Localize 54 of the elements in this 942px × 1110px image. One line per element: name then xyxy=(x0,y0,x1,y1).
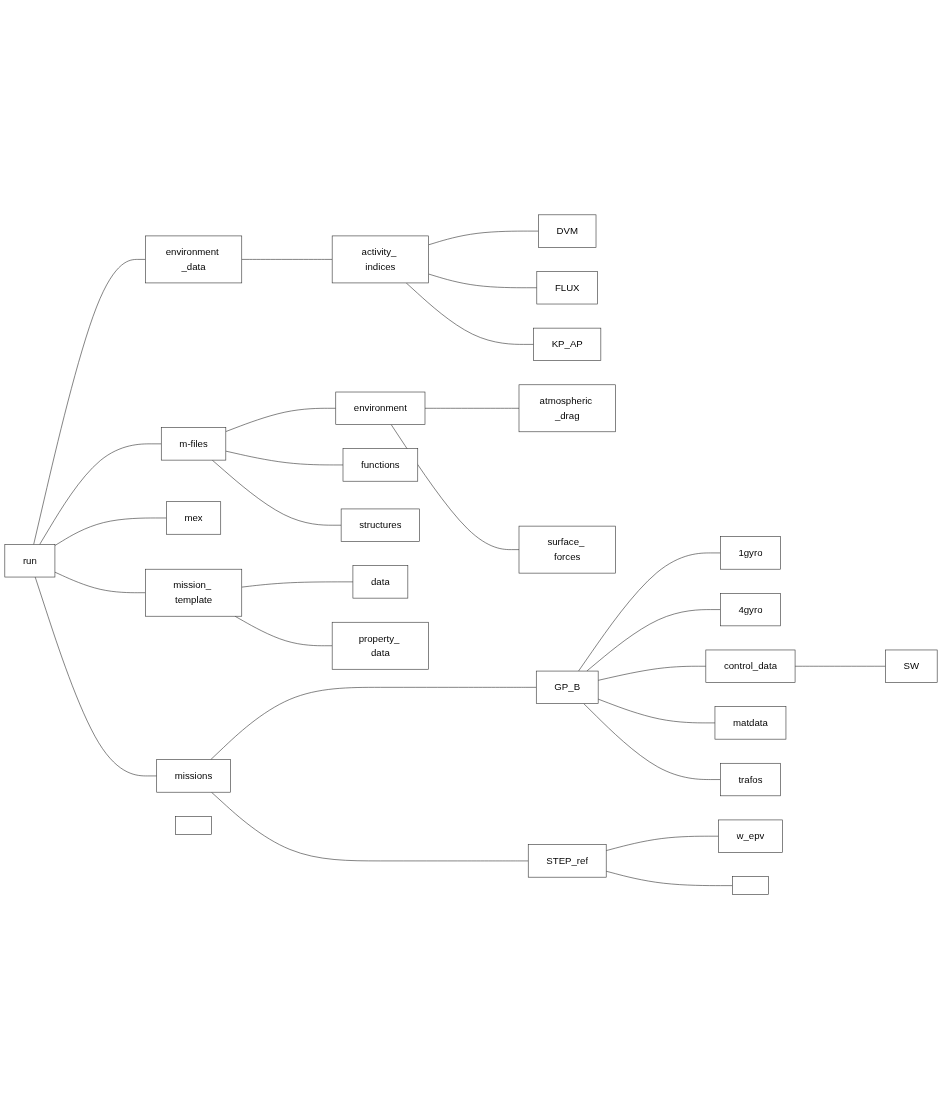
connector xyxy=(54,517,167,547)
connector xyxy=(605,836,719,852)
connector xyxy=(428,274,538,289)
node-box: environment _data xyxy=(145,235,243,284)
connector xyxy=(597,699,716,724)
connector xyxy=(34,577,157,777)
connector xyxy=(234,616,333,647)
node-box: matdata xyxy=(714,706,787,740)
connector xyxy=(578,552,721,672)
connector xyxy=(586,609,721,672)
connector xyxy=(241,259,333,260)
connector xyxy=(241,581,354,588)
node-box: FLUX xyxy=(536,271,598,305)
node-box: property_ data xyxy=(331,622,429,670)
node-box: GP_B xyxy=(535,671,599,705)
node-box: control_data xyxy=(705,649,796,684)
node-box: data xyxy=(352,565,409,599)
node-box: mex xyxy=(166,501,222,535)
node-box: mission_ template xyxy=(145,569,243,617)
connector xyxy=(605,871,733,887)
node-box xyxy=(175,816,212,835)
connector xyxy=(211,460,342,526)
connector xyxy=(54,572,146,594)
node-box: run xyxy=(4,544,56,578)
connector xyxy=(390,424,520,551)
node-box xyxy=(732,876,769,896)
node-box: 1gyro xyxy=(720,536,781,570)
connector xyxy=(33,259,146,546)
connector xyxy=(794,666,886,667)
connector xyxy=(424,408,520,409)
connector xyxy=(597,666,707,681)
node-box: w_epv xyxy=(718,819,783,853)
connector xyxy=(428,231,539,246)
connector xyxy=(583,703,721,781)
node-box: DVM xyxy=(538,214,597,248)
connector xyxy=(39,443,162,546)
node-box: SW xyxy=(885,649,938,684)
node-box: structures xyxy=(340,508,420,543)
connector xyxy=(225,408,337,433)
connector xyxy=(211,792,529,862)
node-box: trafos xyxy=(720,763,781,797)
node-box: 4gyro xyxy=(720,593,781,627)
connector xyxy=(210,687,537,761)
node-box: surface_ forces xyxy=(518,526,616,574)
node-box: KP_AP xyxy=(533,328,602,362)
node-box: m-files xyxy=(160,427,227,461)
node-box: STEP_ref xyxy=(527,844,607,878)
node-box: atmospheric _drag xyxy=(518,384,616,433)
node-box: environment xyxy=(335,391,426,426)
node-box: activity_ indices xyxy=(331,235,429,284)
node-box: missions xyxy=(156,759,231,793)
connector xyxy=(225,451,344,466)
node-box: functions xyxy=(342,448,419,482)
connector xyxy=(405,282,534,345)
